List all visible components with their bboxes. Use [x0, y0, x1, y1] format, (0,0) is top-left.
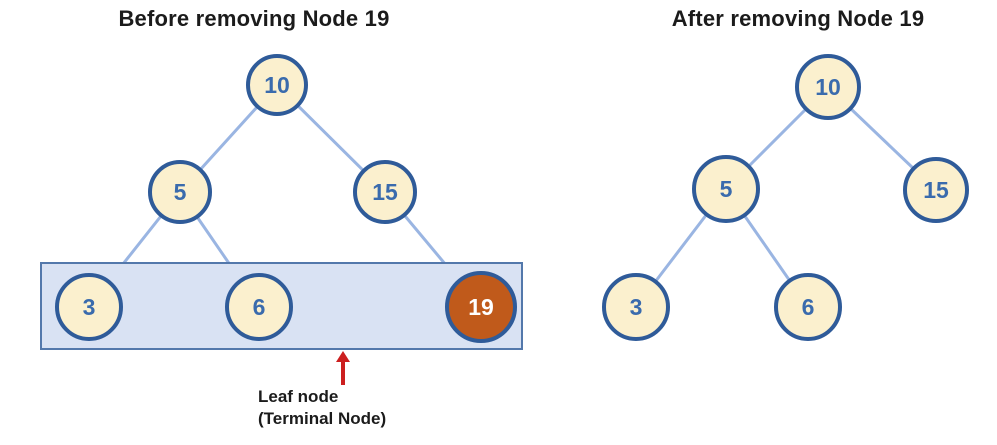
tree-node-before-6: 6	[225, 273, 293, 341]
node-value: 15	[372, 178, 398, 205]
tree-node-before-5: 5	[148, 160, 212, 224]
tree-node-before-3: 3	[55, 273, 123, 341]
after-title: After removing Node 19	[671, 6, 925, 31]
leaf-node-annotation-line1: Leaf node	[258, 387, 339, 406]
node-value: 6	[252, 293, 266, 320]
up-arrow-icon	[336, 351, 350, 385]
node-value: 10	[815, 73, 841, 100]
tree-node-before-19-removed: 19	[445, 271, 517, 343]
node-value: 15	[923, 176, 949, 203]
tree-node-after-3: 3	[602, 273, 670, 341]
node-value: 10	[264, 71, 290, 98]
tree-node-after-5: 5	[692, 155, 760, 223]
node-value: 5	[719, 175, 733, 202]
tree-node-before-10: 10	[246, 54, 308, 116]
node-value: 3	[82, 293, 96, 320]
leaf-node-annotation: Leaf node (Terminal Node)	[258, 386, 386, 430]
node-value: 19	[468, 293, 494, 320]
tree-node-after-10: 10	[795, 54, 861, 120]
tree-node-after-6: 6	[774, 273, 842, 341]
tree-node-after-15: 15	[903, 157, 969, 223]
leaf-node-annotation-line2: (Terminal Node)	[258, 409, 387, 428]
node-value: 5	[173, 178, 187, 205]
tree-node-before-15: 15	[353, 160, 417, 224]
node-value: 6	[801, 293, 815, 320]
before-title: Before removing Node 19	[118, 6, 390, 31]
node-value: 3	[629, 293, 643, 320]
